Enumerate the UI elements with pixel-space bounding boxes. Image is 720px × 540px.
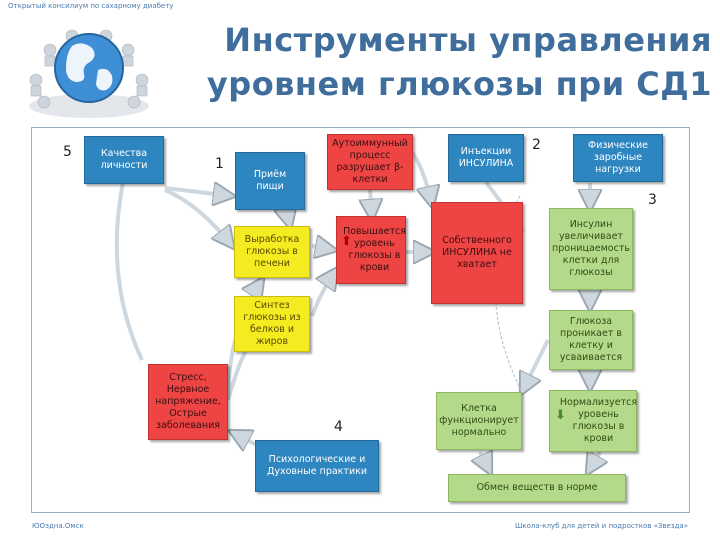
number-2: 2 bbox=[532, 137, 541, 153]
footer-right: Школа-клуб для детей и подростков «Звезд… bbox=[514, 522, 688, 530]
globe-logo-icon bbox=[29, 29, 149, 118]
page-title: Инструменты управления уровнем глюкозы п… bbox=[206, 21, 712, 103]
box-glucose-enters: Глюкоза проникает в клетку и усваивается bbox=[549, 310, 633, 370]
box-cell-normal: Клетка функционирует нормально bbox=[436, 392, 522, 450]
box-food-intake: Приём пищи bbox=[235, 152, 305, 210]
number-4: 4 bbox=[334, 419, 343, 435]
diagram-frame bbox=[31, 127, 690, 513]
box-glucose-rises: ⬆ Повышается уровень глюкозы в крови bbox=[336, 216, 406, 284]
arrow-down-icon: ⬇ bbox=[555, 408, 566, 423]
box-stress: Стресс, Нервное напряжение, Острые забол… bbox=[148, 364, 228, 440]
arrow-up-icon: ⬆ bbox=[341, 234, 352, 249]
number-1: 1 bbox=[215, 156, 224, 172]
number-5: 5 bbox=[63, 144, 72, 160]
box-normalizes: ⬇ Нормализуется уровень глюкозы в крови bbox=[549, 390, 637, 452]
box-insulin-lacking: Собственного ИНСУЛИНА не хватает bbox=[431, 202, 523, 304]
footer-left: ЮОэдна.Омск bbox=[32, 522, 84, 530]
box-personality: Качества личности bbox=[84, 136, 164, 184]
box-physical-load: Физические заробные нагрузки bbox=[573, 134, 663, 182]
box-glucose-rises-text: Повышается уровень глюкозы в крови bbox=[343, 226, 406, 273]
box-autoimmune: Аутоиммунный процесс разрушает β-клетки bbox=[327, 134, 413, 190]
box-glucose-liver: Выработка глюкозы в печени bbox=[234, 226, 310, 278]
box-psych-practices: Психологические и Духовные практики bbox=[255, 440, 379, 492]
number-3: 3 bbox=[648, 192, 657, 208]
box-normalizes-text: Нормализуется уровень глюкозы в крови bbox=[559, 397, 638, 444]
box-insulin-injection: Инъекции ИНСУЛИНА bbox=[448, 134, 524, 182]
box-metabolism-normal: Обмен веществ в норме bbox=[448, 474, 626, 502]
box-permeability: Инсулин увеличивает проницаемость клетки… bbox=[549, 208, 633, 290]
box-synthesis: Синтез глюкозы из белков и жиров bbox=[234, 296, 310, 352]
top-caption: Открытый консилиум по сахарному диабету bbox=[8, 2, 174, 10]
